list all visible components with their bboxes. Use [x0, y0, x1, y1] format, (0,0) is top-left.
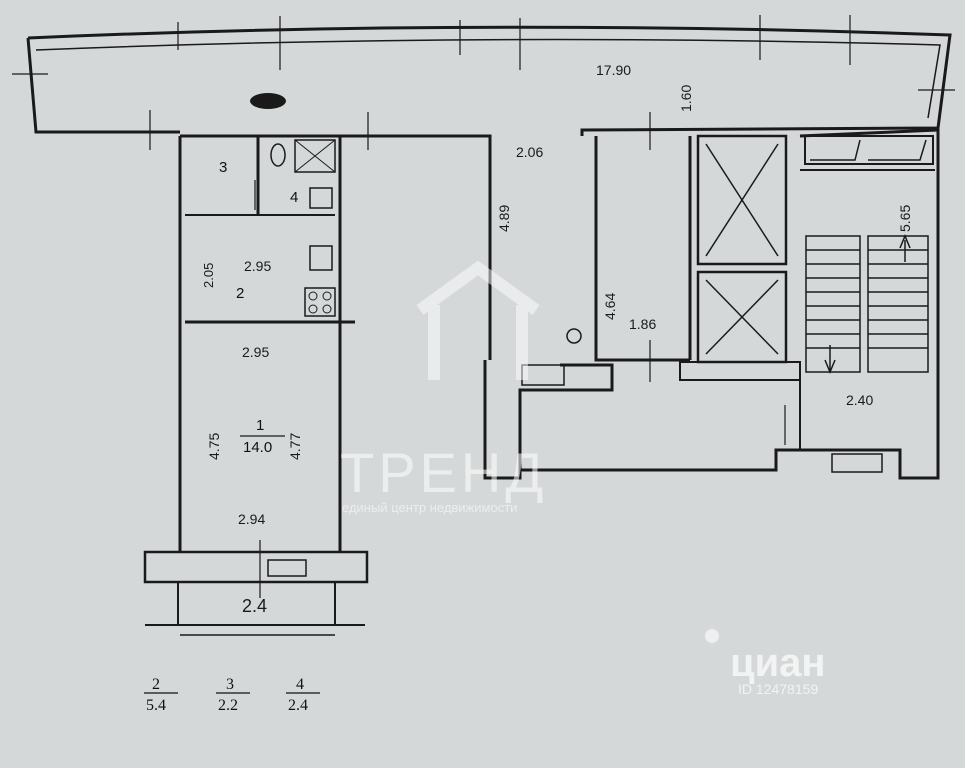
lobby-window [831, 453, 883, 473]
dim-kitchen-width: 2.95 [244, 258, 271, 274]
room1-number: 1 [256, 417, 264, 434]
toilet [270, 143, 286, 167]
dim-hall-width: 2.06 [516, 144, 543, 160]
dim-stair-width: 2.40 [846, 392, 873, 408]
stair-flight-right [867, 235, 929, 373]
dim-room1-top: 2.95 [242, 344, 269, 360]
watermark-listing-site: циан [730, 641, 826, 685]
shower-tray [294, 139, 336, 173]
legend-area-3: 2.4 [288, 697, 308, 714]
window-frame [267, 559, 307, 577]
corridor-wall [27, 25, 952, 136]
kitchen-sink [309, 245, 333, 271]
watermark-agency-tagline: единый центр недвижимости [342, 500, 517, 515]
watermark-agency-name: ТРЕНД [340, 441, 547, 504]
dim-room1-left: 4.75 [206, 433, 222, 460]
corridor-mid-wall [180, 134, 492, 360]
service-shaft [804, 135, 934, 165]
dim-corridor-length: 17.90 [596, 62, 631, 78]
dim-room1-bottom: 2.94 [238, 511, 265, 527]
wc-number: 3 [219, 159, 227, 176]
marker-scribble [250, 93, 286, 109]
dim-room-side: 4.64 [602, 293, 618, 320]
dim-kitchen-depth: 2.05 [201, 263, 216, 288]
dim-room-side-width: 1.86 [629, 316, 656, 332]
hall-block [483, 360, 614, 480]
dim-corridor-width: 1.60 [678, 85, 694, 112]
window-sill [143, 550, 369, 584]
corridor-inner-wall [35, 38, 941, 119]
stove [304, 287, 336, 317]
shower-cross-2 [294, 139, 336, 173]
stair-flight-left [805, 235, 861, 373]
dim-stair-length: 5.65 [897, 205, 913, 232]
watermark-listing-id: ID 12478159 [738, 681, 818, 697]
dim-room1-right: 4.77 [287, 433, 303, 460]
hall-window [521, 364, 565, 386]
legend-number-3: 4 [296, 676, 304, 693]
dim-hall-length: 4.89 [496, 205, 512, 232]
bath-sink [309, 187, 333, 209]
corridor-left-wall [26, 37, 180, 134]
legend-area-2: 2.2 [218, 697, 238, 714]
legend-number-1: 2 [152, 676, 160, 693]
hall-column [566, 328, 582, 344]
dimension-ticks [12, 15, 955, 598]
area-legend: 2 5.4 3 2.2 4 2.4 [144, 676, 320, 714]
elevator-1 [696, 134, 788, 266]
legend-number-2: 3 [226, 676, 234, 693]
stair-shaft [799, 128, 940, 462]
kitchen-number: 2 [236, 285, 244, 302]
room1-area: 14.0 [243, 439, 272, 456]
cian-logo-icon [705, 629, 719, 643]
agency-logo-icon [416, 260, 540, 380]
lobby-bottom [520, 448, 940, 480]
dim-balcony: 2.4 [242, 596, 267, 616]
bath-number: 4 [290, 189, 298, 206]
side-room-walls [594, 136, 692, 362]
legend-area-1: 5.4 [146, 697, 166, 714]
